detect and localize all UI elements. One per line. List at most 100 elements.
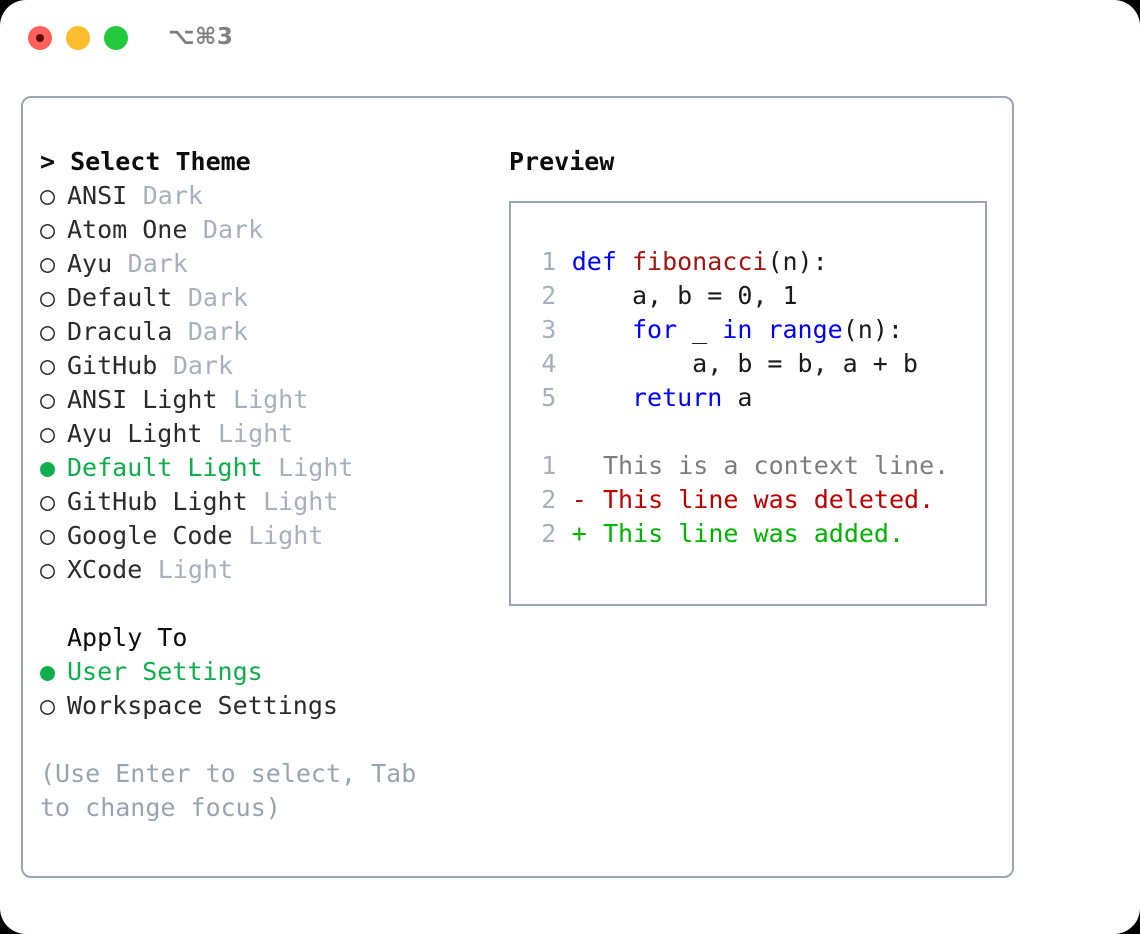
line-number: 5 <box>541 383 557 412</box>
minimize-button[interactable] <box>66 26 90 50</box>
theme-variant-tag: Dark <box>202 215 264 244</box>
diff-marker <box>572 449 603 483</box>
code-token: def <box>571 247 632 276</box>
list-gap <box>40 587 493 621</box>
line-number: 4 <box>541 349 557 378</box>
theme-name: Ayu Light <box>67 419 203 448</box>
code-token <box>752 315 767 344</box>
diff-line: 2-This line was deleted. <box>511 483 985 517</box>
theme-list-item[interactable]: ○ Ayu Dark <box>40 247 493 281</box>
preview-title: Preview <box>509 147 615 176</box>
radio-unselected-icon: ○ <box>40 283 56 312</box>
theme-list-item[interactable]: ○ Ayu Light Light <box>40 417 493 451</box>
apply-to-label: Apply To <box>67 623 188 652</box>
code-token <box>572 315 632 344</box>
diff-line: 2 + This line was added. <box>511 517 985 551</box>
line-number: 2 <box>541 281 557 310</box>
theme-variant-tag: Light <box>217 419 294 448</box>
apply-to-name: User Settings <box>67 657 263 686</box>
code-line: 5 return a <box>511 381 985 415</box>
radio-unselected-icon: ○ <box>40 521 56 550</box>
maximize-button[interactable] <box>104 26 128 50</box>
radio-unselected-icon: ○ <box>40 181 56 210</box>
theme-list-item[interactable]: ○ GitHub Light Light <box>40 485 493 519</box>
radio-unselected-icon: ○ <box>40 691 56 720</box>
apply-to-item[interactable]: ○ Workspace Settings <box>40 689 493 723</box>
diff-text: This line was deleted. <box>603 485 935 514</box>
code-token: for <box>631 315 678 344</box>
theme-name: ANSI <box>67 181 128 210</box>
hint-gap <box>40 723 493 757</box>
code-token <box>572 383 632 412</box>
code-line: 1 def fibonacci(n): <box>511 245 985 279</box>
radio-selected-icon: ● <box>40 657 56 686</box>
code-token: in <box>722 315 753 344</box>
keyboard-shortcut-label: ⌥⌘3 <box>168 24 234 50</box>
code-token: (n): <box>767 247 828 276</box>
diff-marker: + <box>571 519 587 548</box>
close-button[interactable] <box>28 26 52 50</box>
theme-name: Atom One <box>67 215 188 244</box>
line-number: 2 <box>541 519 557 548</box>
line-number: 3 <box>541 315 557 344</box>
theme-name: Ayu <box>67 249 113 278</box>
theme-name: Dracula <box>67 317 173 346</box>
diff-marker: - <box>571 485 587 514</box>
theme-name: Default Light <box>67 453 263 482</box>
theme-name: Google Code <box>67 521 233 550</box>
code-token: fibonacci <box>631 247 768 276</box>
diff-text: This is a context line. <box>603 451 950 480</box>
radio-unselected-icon: ○ <box>40 249 56 278</box>
code-token: range <box>767 315 843 344</box>
theme-name: Default <box>67 283 173 312</box>
theme-name: ANSI Light <box>67 385 218 414</box>
theme-list-item[interactable]: ○ ANSI Light Light <box>40 383 493 417</box>
radio-unselected-icon: ○ <box>40 419 56 448</box>
theme-variant-tag: Light <box>157 555 234 584</box>
line-number: 1 <box>541 247 557 276</box>
close-icon <box>36 34 44 42</box>
code-token: a, b = b, a + b <box>571 349 918 378</box>
radio-unselected-icon: ○ <box>40 317 56 346</box>
keyboard-hint: (Use Enter to select, Tab to change focu… <box>40 759 432 822</box>
theme-variant-tag: Dark <box>127 249 188 278</box>
theme-variant-tag: Light <box>233 385 309 414</box>
code-line: 4 a, b = b, a + b <box>511 347 985 381</box>
code-token: (n): <box>842 315 903 344</box>
theme-variant-tag: Dark <box>142 181 203 210</box>
apply-to-name: Workspace Settings <box>67 691 338 720</box>
radio-unselected-icon: ○ <box>40 487 56 516</box>
radio-unselected-icon: ○ <box>40 385 56 414</box>
line-number: 2 <box>541 485 557 514</box>
theme-name: GitHub <box>67 351 158 380</box>
diff-text: This line was added. <box>603 519 905 548</box>
theme-variant-tag: Dark <box>172 351 234 380</box>
code-line: 2 a, b = 0, 1 <box>511 279 985 313</box>
diff-line: 1 This is a context line. <box>511 449 985 483</box>
code-token: return <box>631 383 723 412</box>
theme-name: GitHub Light <box>67 487 248 516</box>
code-token: a, b = 0, 1 <box>571 281 798 310</box>
radio-selected-icon: ● <box>40 453 56 482</box>
apply-to-item[interactable]: ● User Settings <box>40 655 493 689</box>
theme-variant-tag: Light <box>263 487 339 516</box>
theme-list-item[interactable]: ● Default Light Light <box>40 451 493 485</box>
theme-name: XCode <box>67 555 143 584</box>
theme-list-item[interactable]: ○ ANSI Dark <box>40 179 493 213</box>
theme-variant-tag: Light <box>278 453 354 482</box>
window-controls <box>28 26 128 50</box>
theme-list-header: > Select Theme <box>40 147 251 176</box>
